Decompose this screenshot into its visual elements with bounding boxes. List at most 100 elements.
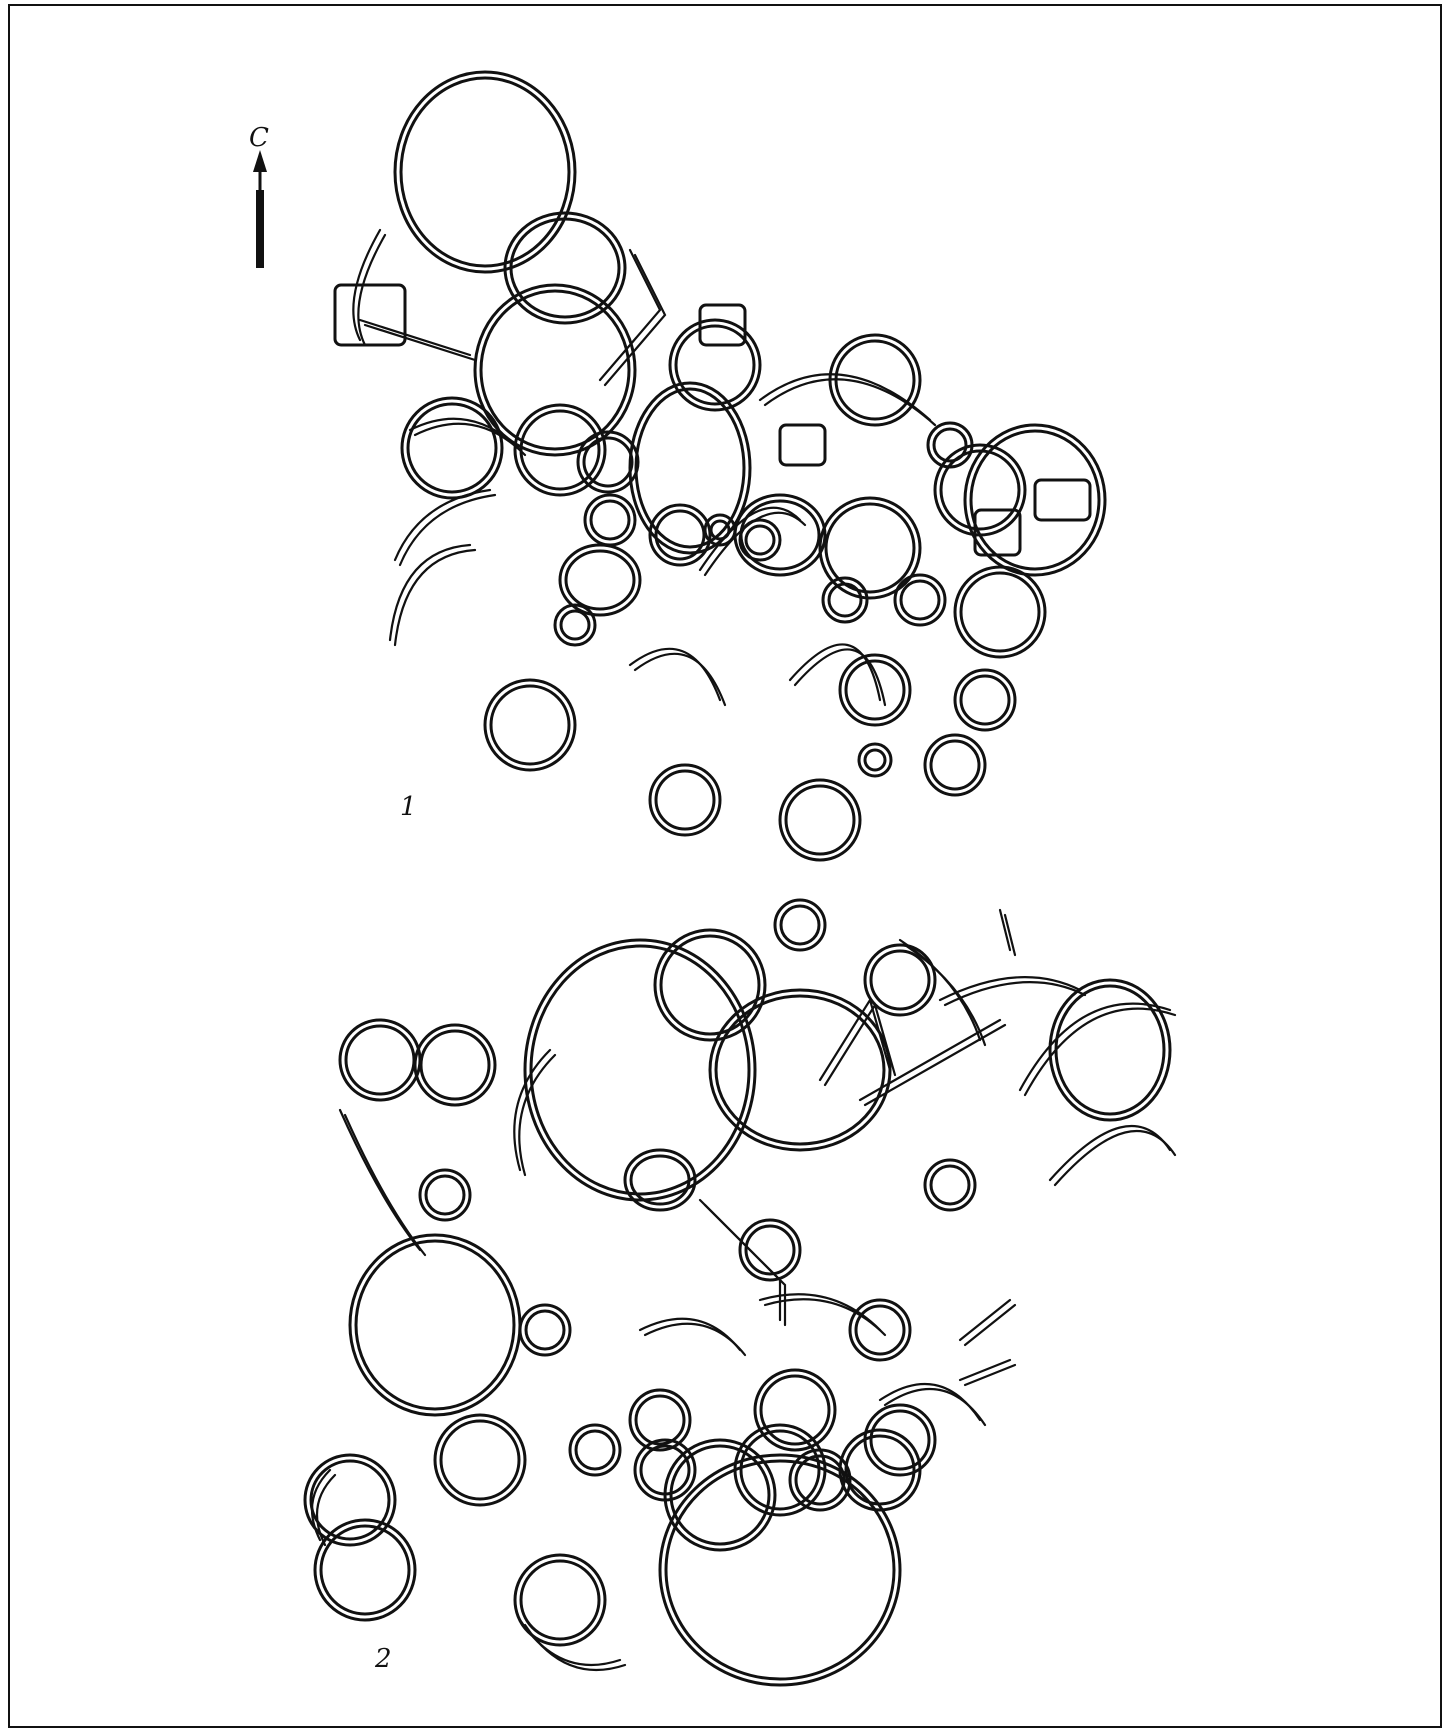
plan-2-arc-14 (315, 1473, 337, 1547)
plan-1-pit-28-outer (738, 518, 782, 562)
plan-2-arc-10 (963, 1303, 1017, 1347)
plan-1-pit-25-inner (932, 427, 968, 463)
plan-1-pit-9-inner (654, 509, 706, 561)
plan-2-pit-20-inner (309, 1459, 391, 1541)
plan-2-arc-11 (958, 1358, 1012, 1382)
plan-2-label: 2 (375, 1644, 392, 1674)
plan-2-pit-12-outer (923, 1158, 977, 1212)
plan-1-pit-4-inner (406, 402, 498, 494)
plan-1-pit-25-outer (926, 421, 974, 469)
plan-2-pit-24-inner (664, 1459, 896, 1681)
plan-1-pit-16-inner (959, 674, 1011, 726)
plan-2-arc-6 (943, 981, 1087, 1007)
plan-1-pit-9-outer (648, 503, 712, 567)
plan-2-pit-26-outer (863, 1403, 937, 1477)
north-arrow-icon (253, 150, 267, 268)
plan-1-arc-1 (357, 233, 387, 347)
plan-2-arc-5 (1053, 1130, 1177, 1187)
plan-2-arc-8 (1003, 913, 1017, 957)
plan-2-arc-12 (643, 1322, 747, 1357)
plan-2-pit-10-inner (714, 994, 886, 1146)
plan-1-pit-1-inner (399, 76, 571, 268)
plan-1-pit-5-outer (513, 403, 607, 497)
plan-2-arc-1 (343, 1113, 427, 1257)
plan-2-arc-4 (1018, 1002, 1172, 1092)
plan-1-pit-17-outer (923, 733, 987, 797)
plan-2-pit-17-outer (753, 1368, 837, 1452)
plan-1-pit-2-inner (509, 217, 621, 319)
plan-2-pit-21-outer (313, 1518, 417, 1622)
plan-1-pit-14-outer (953, 565, 1047, 659)
plan-1-arc-8 (633, 652, 727, 707)
figure-frame (8, 4, 1442, 1728)
plan-2-pit-28-outer (623, 1148, 697, 1212)
plan-2-pit-1-inner (344, 1024, 416, 1096)
plan-1-arc-3 (393, 488, 492, 562)
plan-1-arc-3 (398, 493, 497, 567)
plan-1-arc-9 (598, 248, 662, 382)
plan-2-arc-9 (763, 1298, 887, 1337)
plan-1-hearth-4 (973, 508, 1022, 557)
plan-2-arc-7 (903, 943, 987, 1047)
plan-1-pit-11-outer (818, 496, 922, 600)
plan-2-pit-1-outer (338, 1018, 422, 1102)
plan-2-pit-20-outer (303, 1453, 397, 1547)
plan-2-arc-6 (938, 976, 1082, 1002)
plan-2-arc-4 (1023, 1007, 1177, 1097)
plan-1-arc-10 (363, 323, 477, 362)
plan-2-pit-6-outer (773, 898, 827, 952)
plan-1-pit-3-outer (473, 283, 637, 457)
plan-2-pit-17-inner (759, 1374, 831, 1446)
plan-2-pit-24-outer (658, 1453, 902, 1687)
plan-1-pit-22-inner (564, 549, 636, 611)
plan-2-arc-2 (513, 1048, 552, 1172)
plan-1-pit-23-outer (553, 603, 597, 647)
plan-2-pit-11-outer (1048, 978, 1172, 1122)
plan-1-hearth-3 (1033, 478, 1092, 522)
plan-2-pit-21-inner (319, 1524, 411, 1616)
plan-1-pit-6-inner (674, 324, 756, 406)
plan-1-pit-26-inner (899, 579, 941, 621)
plan-1-pit-16-outer (953, 668, 1017, 732)
plan-2-pit-3-outer (418, 1168, 472, 1222)
plan-2-pit-7-inner (869, 949, 931, 1011)
plan-2-arc-8 (998, 908, 1012, 952)
plan-2-arc-15 (523, 1623, 627, 1672)
plan-1-pit-19-outer (648, 763, 722, 837)
plan-1-pit-15-outer (838, 653, 912, 727)
plan-2-arc-17 (863, 1023, 1007, 1107)
plan-1-hearth-2 (778, 423, 827, 467)
plan-1-label: 1 (400, 792, 417, 822)
plan-2-pit-9-inner (529, 944, 751, 1196)
plan-2-pit-16-inner (739, 1429, 821, 1511)
plan-2-pit-3-inner (424, 1174, 466, 1216)
plan-1-pit-3-inner (479, 289, 631, 451)
settlement-plan-1 (333, 70, 1107, 862)
plan-2-pit-15-outer (663, 1438, 777, 1552)
plan-2-pit-7-outer (863, 943, 937, 1017)
plan-1-pit-28-inner (744, 524, 776, 556)
plan-1-pit-29-inner (709, 519, 731, 541)
plan-2-arc-2 (518, 1053, 557, 1177)
plan-1-arc-5 (703, 511, 807, 577)
plan-1-arc-4 (388, 543, 472, 642)
plan-2-pit-22-outer (433, 1413, 527, 1507)
plan-1-pit-15-inner (844, 659, 906, 721)
plan-2-arc-1 (338, 1108, 422, 1252)
plan-2-pit-5-outer (518, 1303, 572, 1357)
plan-2-pit-9-outer (523, 938, 757, 1202)
plan-1-pit-14-inner (959, 571, 1041, 653)
plan-2-arc-16 (818, 997, 892, 1082)
plan-1-pit-2-outer (503, 211, 627, 325)
plan-1-arc-9 (603, 253, 667, 387)
plan-2-pit-23-inner (519, 1559, 601, 1641)
plan-2-pit-28-inner (629, 1154, 691, 1206)
plan-2-pit-12-inner (929, 1164, 971, 1206)
plan-2-pit-6-inner (779, 904, 821, 946)
plan-1-arc-1 (352, 228, 382, 342)
plan-1-pit-13-inner (969, 429, 1101, 571)
plan-1-arc-2 (413, 422, 527, 457)
plan-2-pit-25-inner (634, 1394, 686, 1446)
plan-1-pit-26-outer (893, 573, 947, 627)
